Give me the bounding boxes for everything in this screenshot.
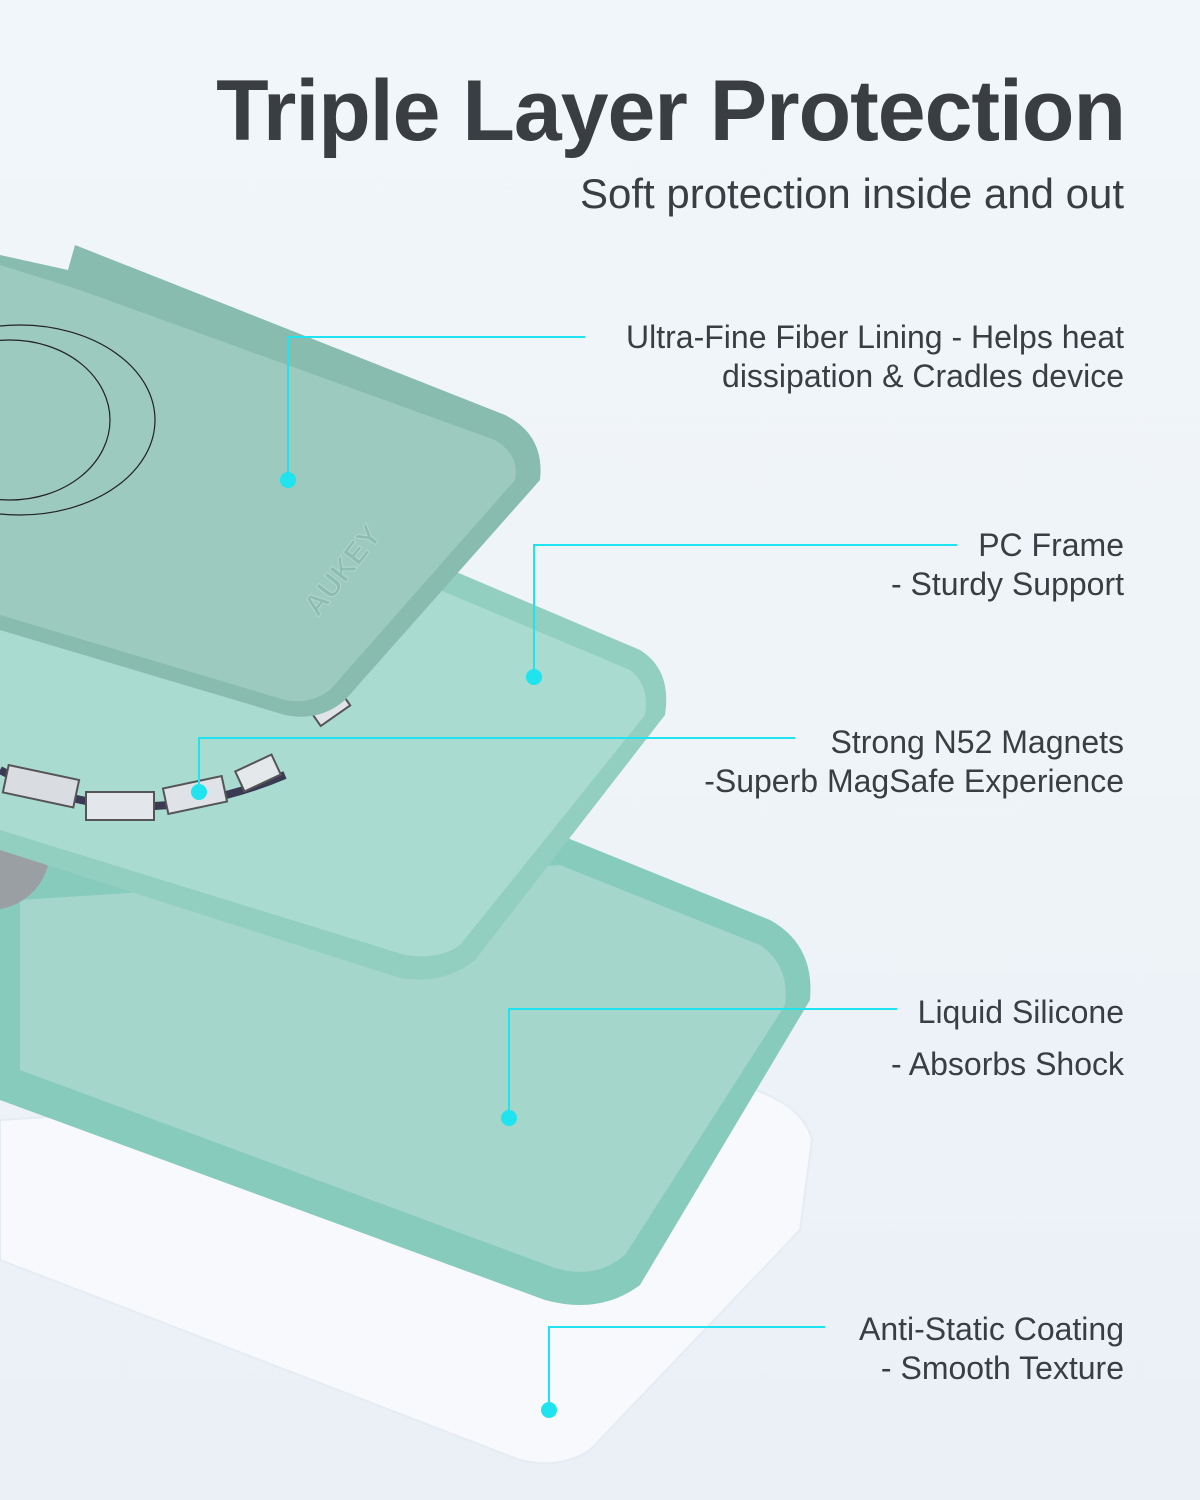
callout-magnets: Strong N52 Magnets -Superb MagSafe Exper… bbox=[704, 723, 1124, 801]
page-subtitle: Soft protection inside and out bbox=[579, 170, 1124, 217]
fiber-lining-inner bbox=[0, 265, 516, 702]
callout-line: Anti-Static Coating bbox=[858, 1311, 1124, 1347]
callout-fiber-lining: Ultra-Fine Fiber Lining - Helps heat dis… bbox=[626, 318, 1124, 396]
callout-dots bbox=[191, 472, 557, 1418]
callout-dot-pc-frame bbox=[526, 669, 542, 685]
callout-pc-frame: PC Frame - Sturdy Support bbox=[891, 526, 1124, 604]
pc-frame-inner bbox=[0, 590, 646, 957]
callout-line: -Superb MagSafe Experience bbox=[704, 763, 1124, 799]
callout-anti-static: Anti-Static Coating - Smooth Texture bbox=[859, 1310, 1124, 1388]
callout-line: Liquid Silicone bbox=[917, 994, 1124, 1030]
callout-line: dissipation & Cradles device bbox=[722, 358, 1124, 394]
callout-line: Ultra-Fine Fiber Lining - Helps heat bbox=[626, 319, 1124, 355]
callout-leaders bbox=[198, 336, 957, 1410]
callout-dot-magnets bbox=[191, 784, 207, 800]
callout-line: PC Frame bbox=[978, 527, 1124, 563]
callout-line: - Absorbs Shock bbox=[891, 1046, 1124, 1082]
liquid-silicone-inner bbox=[20, 865, 786, 1272]
magsafe-ring-outer bbox=[0, 324, 156, 516]
callout-line: - Sturdy Support bbox=[891, 566, 1124, 602]
magsafe-ring-inner bbox=[0, 339, 111, 501]
callout-dot-fiber bbox=[280, 472, 296, 488]
callout-dot-silicone bbox=[501, 1110, 517, 1126]
page-title: Triple Layer Protection bbox=[216, 63, 1126, 159]
callout-liquid-silicone: Liquid Silicone - Absorbs Shock bbox=[891, 986, 1124, 1090]
callout-line: - Smooth Texture bbox=[880, 1350, 1124, 1386]
callout-line: Strong N52 Magnets bbox=[830, 724, 1125, 760]
callout-dot-coating bbox=[541, 1402, 557, 1418]
